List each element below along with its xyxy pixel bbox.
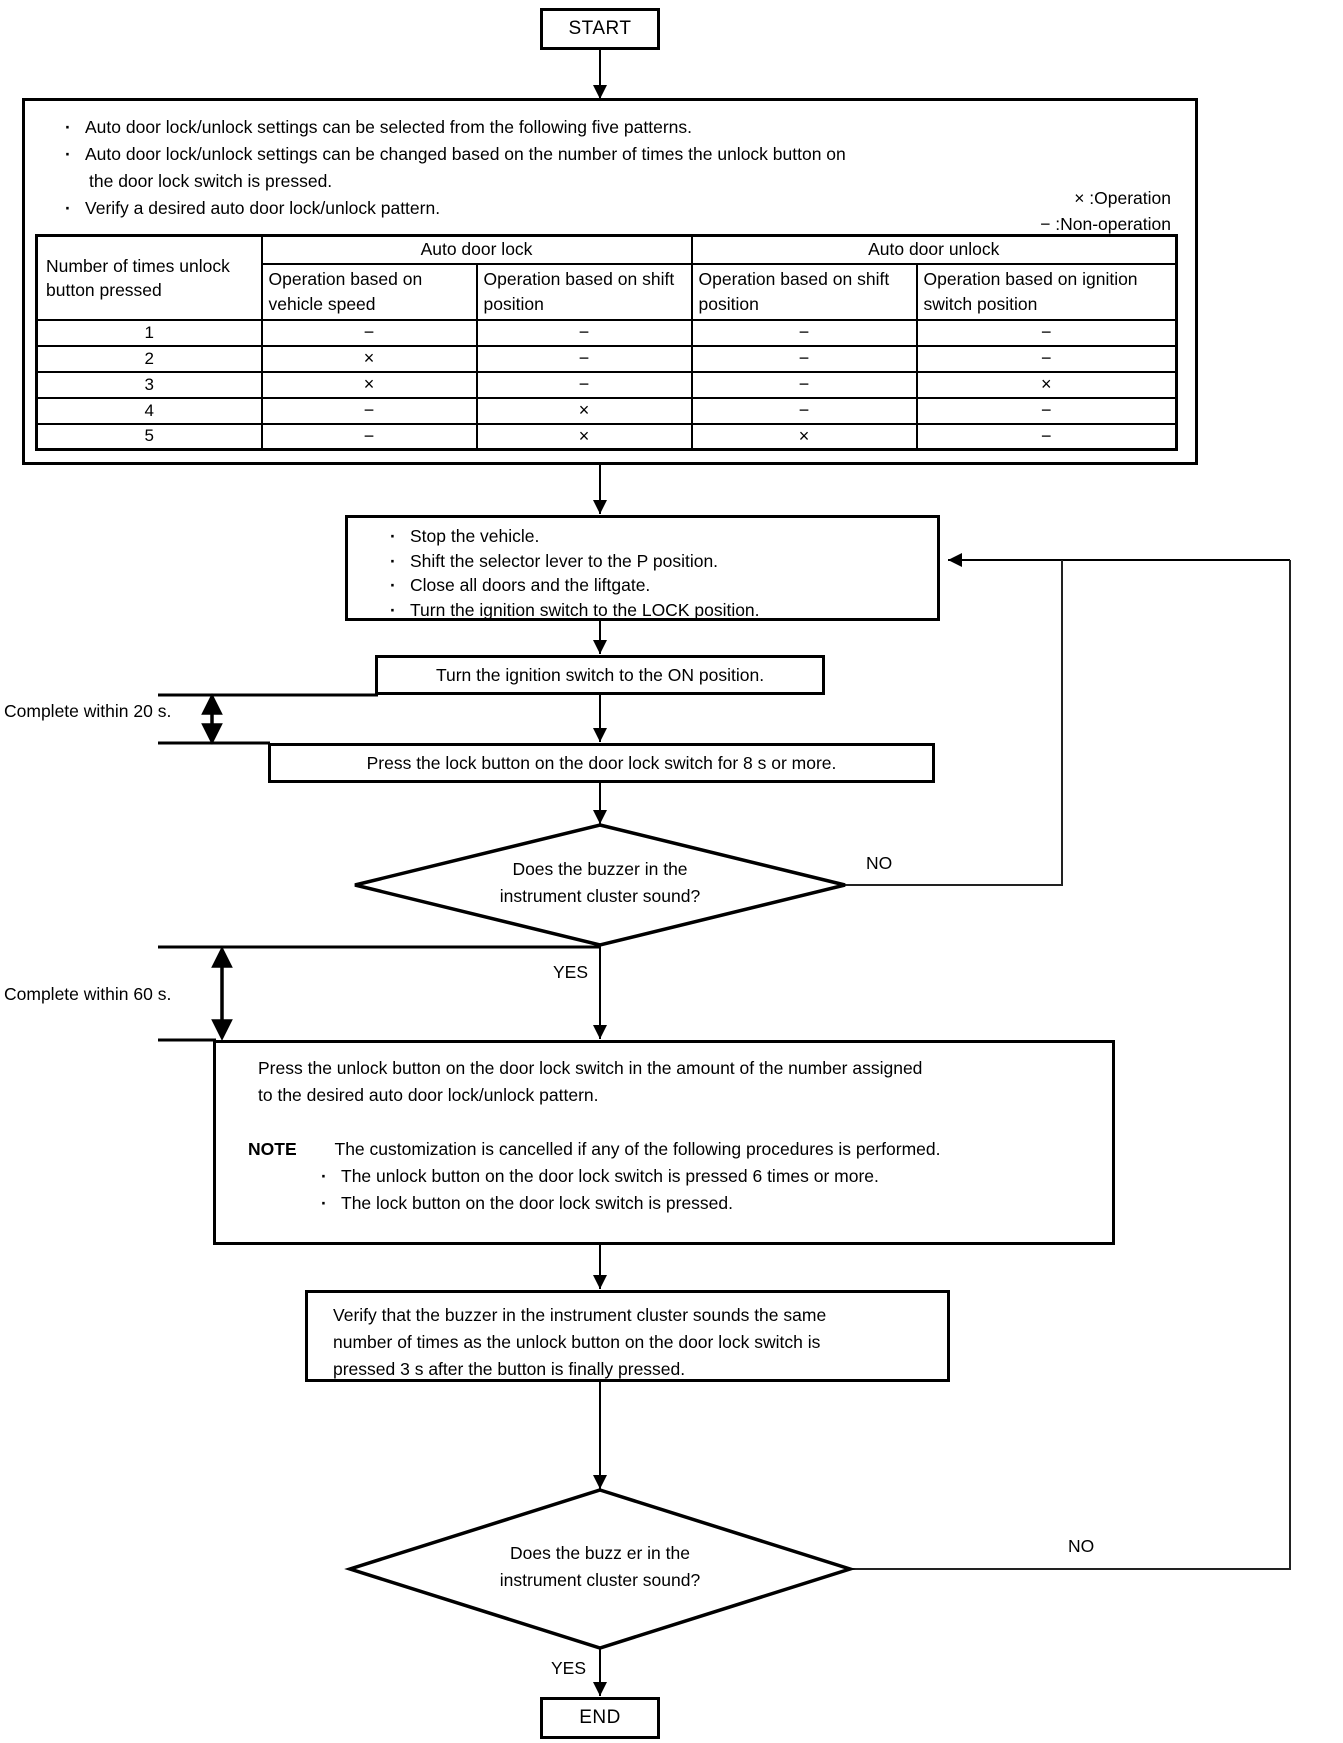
table-cell: − (475, 370, 693, 399)
intro-bullets: Auto door lock/unlock settings can be se… (63, 114, 846, 222)
table-cell: − (690, 396, 918, 425)
intro-line: Auto door lock/unlock settings can be se… (63, 114, 846, 141)
yes-label-2: YES (550, 1658, 586, 1678)
timer-20s-label: Complete within 20 s. (4, 701, 172, 721)
ignition-on-text: Turn the ignition switch to the ON posit… (435, 664, 765, 685)
decision2-text: Does the buzz er in the instrument clust… (499, 1543, 701, 1590)
table-col-header: Operation based on vehicle speed (260, 262, 478, 321)
table-col-header: Operation based on ignition switch posit… (915, 262, 1178, 321)
table-cell: × (260, 370, 478, 399)
decision-diamonds (344, 823, 856, 1650)
note-box: Press the unlock button on the door lock… (213, 1040, 1115, 1245)
note-text: The customization is cancelled if any of… (334, 1139, 941, 1159)
timer-brackets (158, 693, 600, 1042)
press-count: 3 (35, 370, 263, 399)
decision1-text: Does the buzzer in the instrument cluste… (499, 859, 701, 906)
note-label: NOTE (248, 1139, 297, 1159)
table-row: 5 − × × − (35, 422, 1178, 451)
table-group-unlock: Auto door unlock (690, 234, 1178, 265)
prep-box: Stop the vehicle. Shift the selector lev… (345, 515, 940, 623)
table-cell: − (690, 370, 918, 399)
table-group-lock: Auto door lock (260, 234, 693, 265)
no-label-2: NO (1068, 1536, 1095, 1556)
table-cell: × (690, 422, 918, 451)
yes-label-1: YES (552, 962, 588, 982)
no-label-1: NO (866, 853, 893, 873)
table-cell: × (915, 370, 1178, 399)
table-row: 1 − − − − (35, 318, 1178, 347)
table-cell: − (260, 318, 478, 347)
flow-arrows (593, 50, 1290, 1696)
start-node: START (540, 8, 660, 50)
verify-line: Verify that the buzzer in the instrument… (333, 1305, 827, 1325)
table-cell: × (260, 344, 478, 373)
press-unlock-line: to the desired auto door lock/unlock pat… (258, 1085, 599, 1105)
press-lock-box: Press the lock button on the door lock s… (268, 743, 935, 783)
table-col-header: Operation based on shift position (475, 262, 693, 321)
verify-line: pressed 3 s after the button is finally … (333, 1359, 686, 1379)
pattern-table: Number of times unlock button pressed Au… (35, 234, 1178, 451)
ignition-on-box: Turn the ignition switch to the ON posit… (375, 655, 825, 695)
table-col-header: Operation based on shift position (690, 262, 918, 321)
legend-operation: × :Operation (1074, 188, 1171, 208)
table-cell: − (915, 318, 1178, 347)
table-row-header: Number of times unlock button pressed (35, 234, 263, 321)
decision1-diamond (354, 823, 846, 947)
legend: × :Operation − :Non-operation (1040, 185, 1171, 237)
end-node: END (540, 1697, 660, 1739)
press-count: 2 (35, 344, 263, 373)
note-bullet: The lock button on the door lock switch … (319, 1190, 879, 1217)
press-count: 1 (35, 318, 263, 347)
end-label: END (579, 1707, 621, 1728)
table-cell: × (475, 396, 693, 425)
press-lock-text: Press the lock button on the door lock s… (366, 752, 837, 773)
table-cell: − (260, 396, 478, 425)
timer-60s-label: Complete within 60 s. (4, 984, 172, 1004)
table-cell: − (915, 422, 1178, 451)
table-cell: − (915, 344, 1178, 373)
press-unlock-line: Press the unlock button on the door lock… (258, 1058, 923, 1078)
no-loops (845, 560, 1291, 1570)
prep-line: Close all doors and the liftgate. (388, 573, 760, 598)
prep-line: Shift the selector lever to the P positi… (388, 549, 760, 574)
prep-line: Turn the ignition switch to the LOCK pos… (388, 598, 760, 623)
table-cell: × (475, 422, 693, 451)
verify-box: Verify that the buzzer in the instrument… (305, 1290, 950, 1382)
table-row: 2 × − − − (35, 344, 1178, 373)
verify-line: number of times as the unlock button on … (333, 1332, 821, 1352)
prep-line: Stop the vehicle. (388, 524, 760, 549)
table-row: 3 × − − × (35, 370, 1178, 399)
press-count: 5 (35, 422, 263, 451)
start-label: START (568, 18, 632, 39)
intro-line: the door lock switch is pressed. (89, 171, 333, 191)
legend-non-operation: − :Non-operation (1040, 214, 1171, 234)
intro-line: Verify a desired auto door lock/unlock p… (63, 195, 846, 222)
press-count: 4 (35, 396, 263, 425)
table-cell: − (690, 344, 918, 373)
table-cell: − (915, 396, 1178, 425)
table-row: 4 − × − − (35, 396, 1178, 425)
table-cell: − (475, 318, 693, 347)
table-cell: − (475, 344, 693, 373)
note-bullet: The unlock button on the door lock switc… (319, 1163, 879, 1190)
intro-box: Auto door lock/unlock settings can be se… (22, 98, 1198, 465)
decision2-diamond (344, 1488, 856, 1650)
timer-double-arrows (201, 693, 233, 1041)
table-cell: − (690, 318, 918, 347)
intro-line: Auto door lock/unlock settings can be ch… (63, 141, 846, 168)
table-cell: − (260, 422, 478, 451)
